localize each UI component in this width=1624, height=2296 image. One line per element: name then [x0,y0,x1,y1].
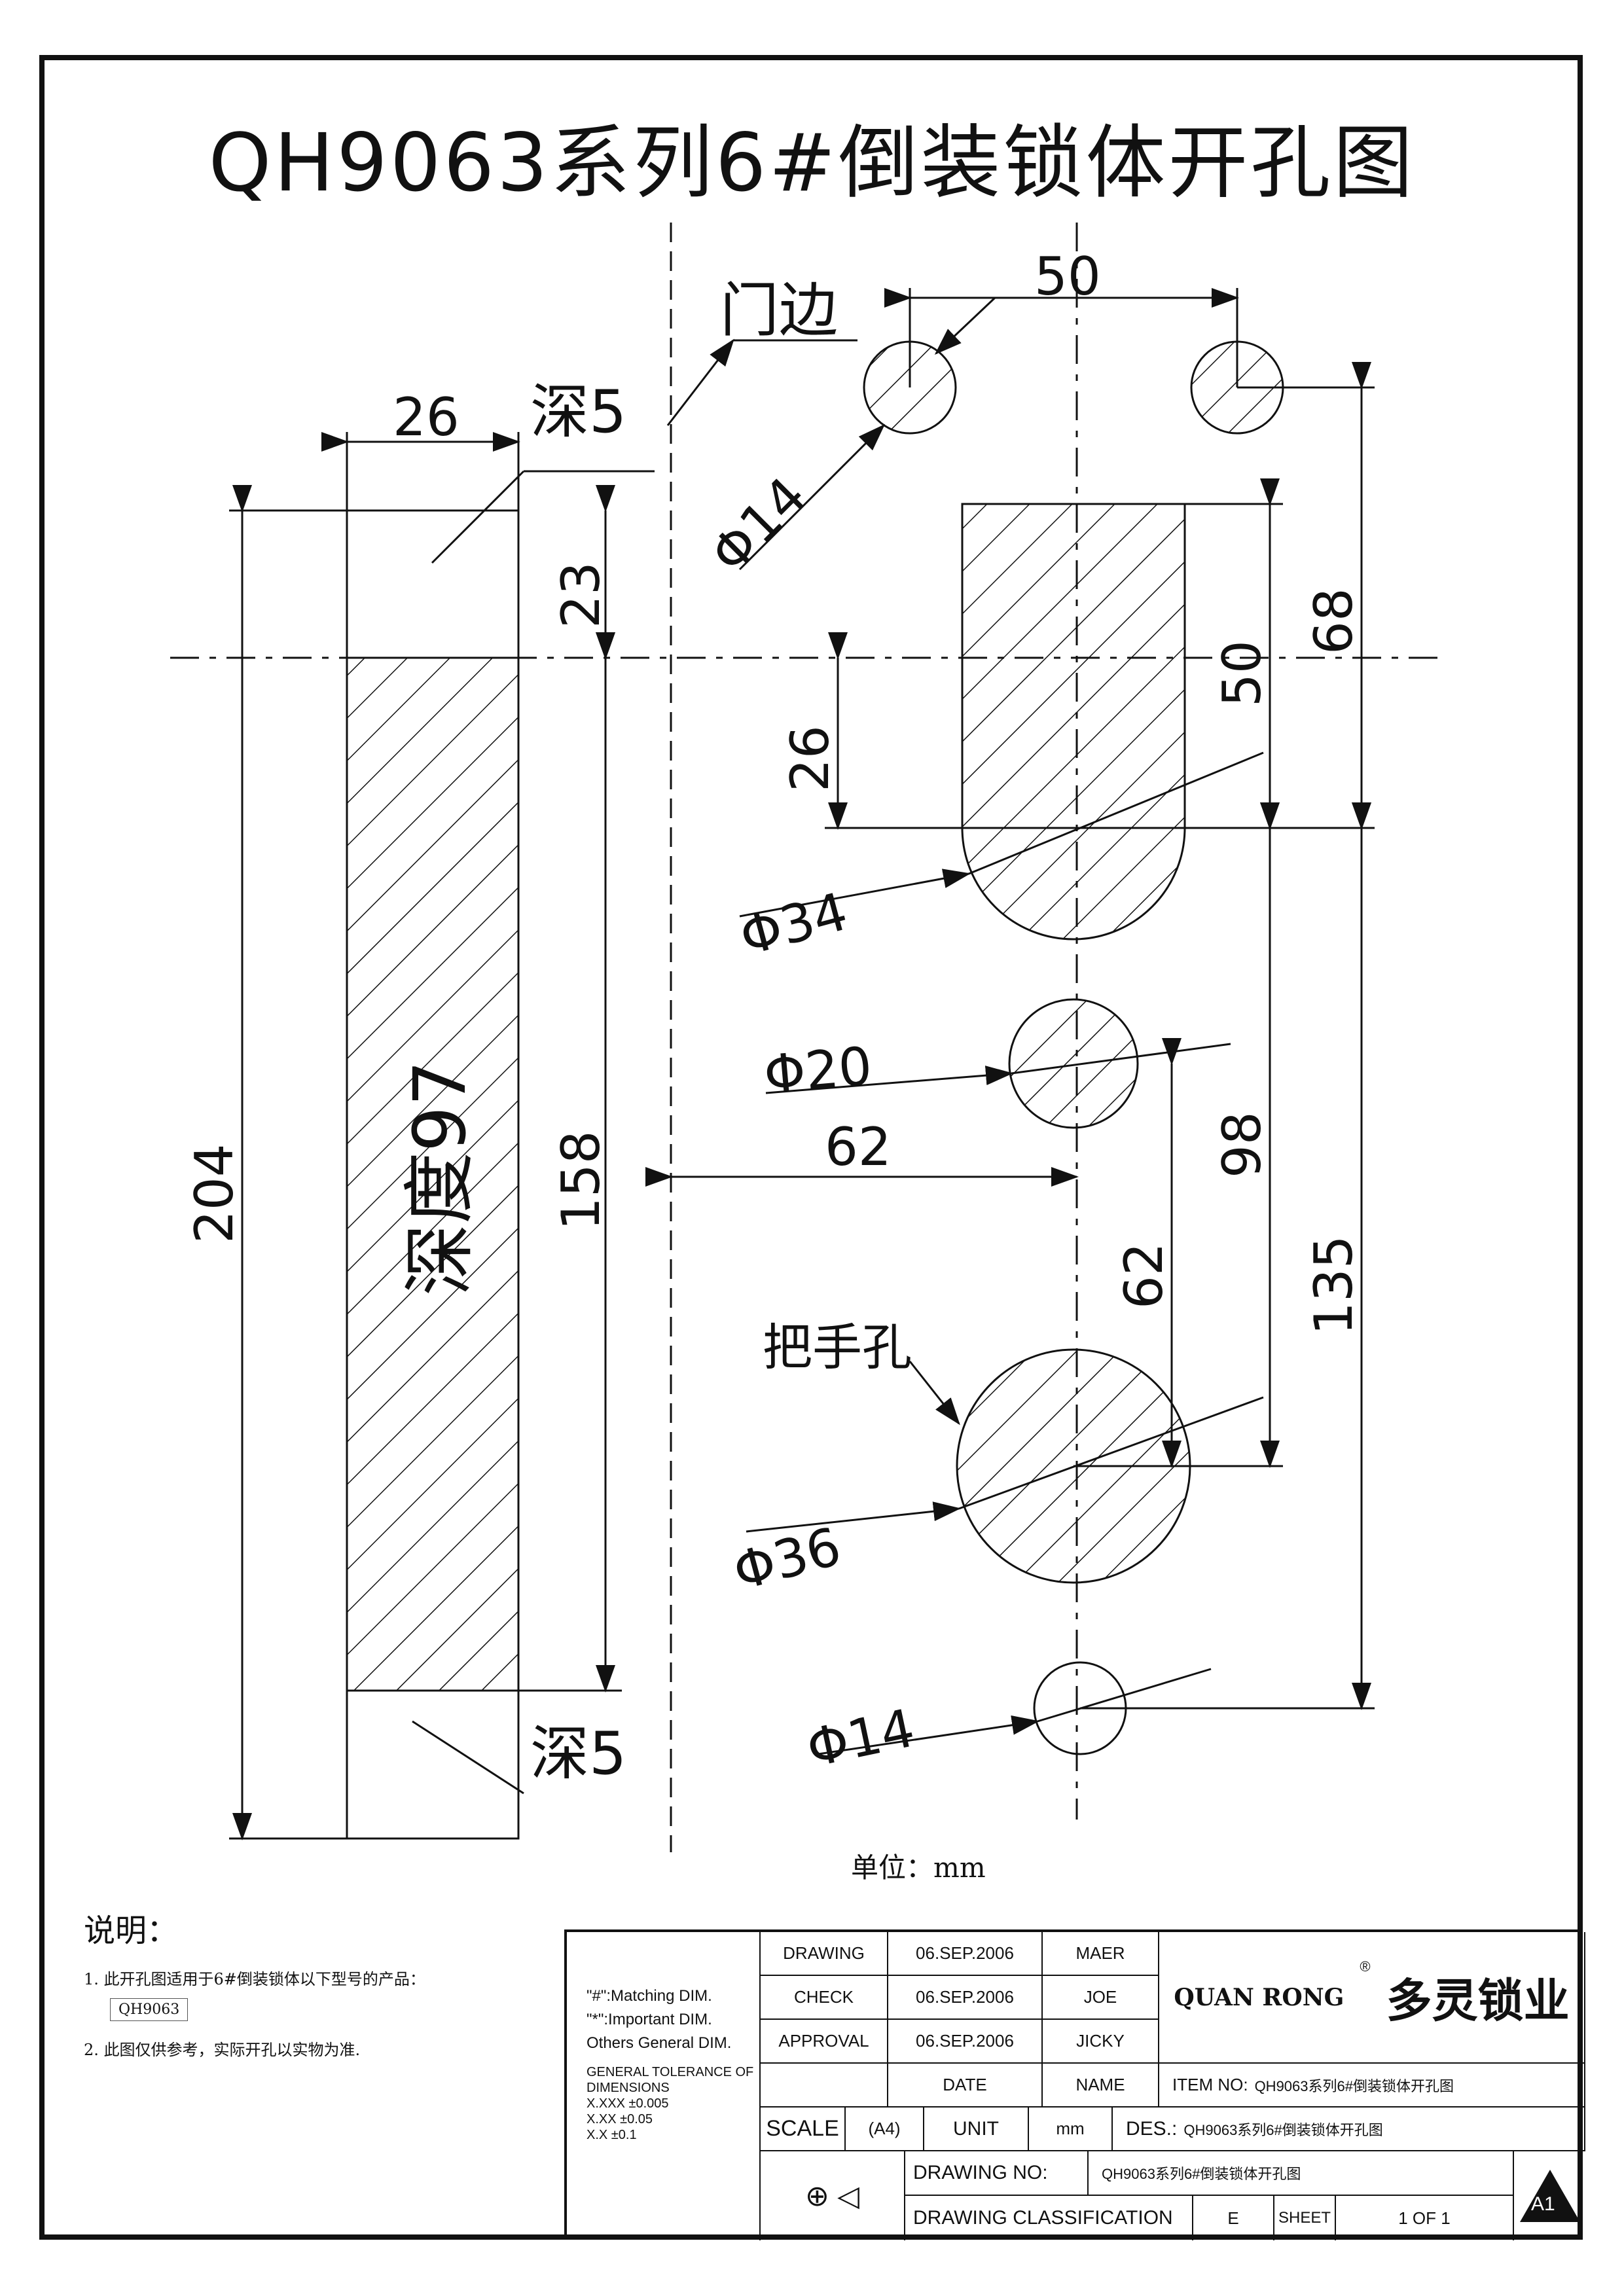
deep5-bottom-label: 深5 [530,1719,626,1788]
legend-tolerance-title: GENERAL TOLERANCE OF DIMENSIONS [586,2065,754,2095]
unit-note: 单位：mm [851,1852,986,1884]
size-mark-cell: A1 [1514,2151,1585,2240]
dim-98: 98 [1212,1111,1272,1178]
sheet-value: 1 OF 1 [1336,2196,1514,2240]
dim-phi14-bottom: Φ14 [802,1697,920,1779]
name-check: JOE [1043,1976,1159,2020]
hole-features [863,340,1284,1755]
deep5-top-label: 深5 [530,378,626,446]
dim-135: 135 [1303,1235,1364,1335]
dim-phi34: Φ34 [734,881,854,967]
date-approval: 06.SEP.2006 [888,2020,1043,2064]
dim-62-vert: 62 [1113,1242,1174,1309]
dim-204: 204 [184,1143,245,1244]
dimension-lines [229,288,1375,1840]
name-header: NAME [1043,2064,1159,2108]
dim-phi14-top: Φ14 [699,465,818,584]
item-no-label: ITEM NO: [1172,2075,1248,2094]
dim-50-vert: 50 [1212,640,1272,707]
date-check: 06.SEP.2006 [888,1976,1043,2020]
brand-cn: 多灵锁业 [1386,1975,1570,2026]
date-drawing: 06.SEP.2006 [888,1932,1043,1976]
legend-matching: "#":Matching DIM. [586,1987,712,2005]
handle-hole-label: 把手孔 [763,1318,912,1376]
brand-reg-mark: ® [1360,1958,1371,1975]
projection-symbol-icon: ⊕ ◁ [761,2151,905,2240]
brand-en: QUAN RONG [1174,1983,1344,2011]
dim-68: 68 [1303,588,1364,655]
dim-26-top: 26 [393,387,460,448]
role-check: CHECK [761,1976,888,2020]
drawing-frame [39,55,1583,2240]
des-value: QH9063系列6#倒装锁体开孔图 [1183,2121,1383,2138]
des-label: DES.: [1126,2117,1178,2140]
classification-value: E [1193,2196,1274,2240]
title-block: "#":Matching DIM. "*":Important DIM. Oth… [564,1929,1585,2240]
role-approval: APPROVAL [761,2020,888,2064]
depth97-label: 深度97 [398,1060,482,1296]
legend-cell: "#":Matching DIM. "*":Important DIM. Oth… [567,1932,761,2240]
legend-important: "*":Important DIM. [586,2011,712,2028]
sheet-label: SHEET [1274,2196,1336,2240]
unit-label: UNIT [924,2108,1029,2151]
legend-x: X.X ±0.1 [586,2128,637,2142]
dim-26-mid: 26 [780,725,840,792]
note-2: 2. 此图仅供参考，实际开孔以实物为准. [84,2041,361,2059]
size-triangle-icon [1519,2170,1580,2222]
scale-label: SCALE [761,2108,846,2151]
notes: 说明： 1. 此开孔图适用于6#倒装锁体以下型号的产品： QH9063 2. 此… [84,1905,542,2060]
name-drawing: MAER [1043,1932,1159,1976]
dim-23: 23 [550,562,611,628]
notes-heading: 说明： [84,1912,179,1949]
blank-role-cell [761,2064,888,2108]
scale-value: (A4) [846,2108,924,2151]
note-1: 1. 此开孔图适用于6#倒装锁体以下型号的产品： [84,1970,425,1988]
item-no-value: QH9063系列6#倒装锁体开孔图 [1254,2077,1454,2094]
size-mark: A1 [1531,2193,1555,2215]
unit-value: mm [1029,2108,1113,2151]
legend-xx: X.XX ±0.05 [586,2112,653,2126]
dim-62-horiz: 62 [825,1117,892,1177]
des-cell: DES.: QH9063系列6#倒装锁体开孔图 [1113,2108,1585,2151]
legend-others: Others General DIM. [586,2034,732,2052]
dim-158: 158 [550,1130,611,1230]
dim-50-top: 50 [1034,246,1101,307]
date-header: DATE [888,2064,1043,2108]
face-plate-slot [346,656,520,1692]
model-box: QH9063 [110,1998,189,2021]
role-drawing: DRAWING [761,1932,888,1976]
item-no-cell: ITEM NO: QH9063系列6#倒装锁体开孔图 [1159,2064,1585,2108]
drawing-no-label: DRAWING NO: [905,2151,1089,2196]
face-plate-top-recess [346,509,520,659]
name-approval: JICKY [1043,2020,1159,2064]
face-plate-bottom-recess [346,1689,520,1840]
dim-phi36: Φ36 [727,1516,847,1602]
drawing-title: QH9063系列6#倒装锁体开孔图 [208,117,1416,209]
brand-cell: QUAN RONG ® 多灵锁业 [1159,1932,1585,2064]
dim-phi20: Φ20 [762,1035,875,1105]
door-edge-label: 门边 [720,276,838,345]
classification-label: DRAWING CLASSIFICATION [905,2196,1193,2240]
legend-xxx: X.XXX ±0.005 [586,2096,669,2111]
drawing-no-value: QH9063系列6#倒装锁体开孔图 [1089,2151,1514,2196]
